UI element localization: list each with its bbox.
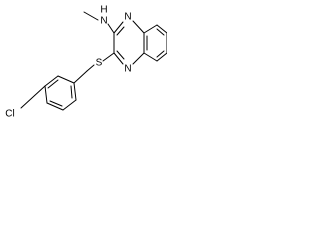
atom-label-ring-n-top: N bbox=[124, 12, 131, 23]
atom-label-chlorine: Cl bbox=[5, 109, 14, 120]
bond-c8-c7 bbox=[156, 24, 167, 34]
bond-ar-2 bbox=[44, 75, 59, 87]
bond-ar-5 bbox=[62, 99, 77, 111]
bond-c2-n1 bbox=[113, 21, 124, 34]
bond-n4-c3-double bbox=[116, 50, 125, 60]
bond-ar-3 bbox=[44, 85, 48, 104]
bonds bbox=[20, 11, 167, 111]
bond-ar-6 bbox=[73, 82, 77, 101]
bond-ar-2-inner bbox=[47, 79, 59, 89]
bond-c8-c7-inner bbox=[156, 28, 165, 36]
bond-ch2-c1prime bbox=[73, 70, 88, 84]
bond-c8a-c8 bbox=[143, 24, 158, 34]
bond-c5-c4a bbox=[143, 52, 158, 62]
chemical-structure-diagram: N H N N S Cl bbox=[5, 5, 167, 120]
bond-c3-s bbox=[102, 52, 115, 62]
bond-ar-4 bbox=[46, 102, 64, 111]
atom-labels: N H N N S Cl bbox=[5, 5, 131, 120]
bond-n4-c3 bbox=[113, 52, 124, 65]
atom-label-nh-h: H bbox=[100, 5, 107, 16]
bond-c6-c5 bbox=[156, 52, 167, 62]
bond-c6-c5-inner bbox=[156, 50, 165, 58]
bond-nh-c2 bbox=[107, 23, 115, 34]
atom-label-sulfur: S bbox=[96, 58, 103, 69]
bond-s-ch2 bbox=[86, 64, 95, 72]
bond-ar-cl bbox=[20, 85, 46, 109]
bond-ar-4-inner bbox=[49, 100, 63, 107]
bond-n1-c8a bbox=[132, 20, 145, 34]
bond-ar-1 bbox=[57, 75, 75, 84]
bond-c4a-n4 bbox=[132, 52, 145, 65]
atom-label-ring-n-bottom: N bbox=[124, 64, 131, 75]
atom-label-nh-n: N bbox=[100, 16, 107, 27]
bond-c2-n1-double bbox=[116, 26, 125, 36]
bond-ar-6-inner bbox=[70, 85, 73, 99]
bond-methyl-nh bbox=[83, 11, 99, 21]
